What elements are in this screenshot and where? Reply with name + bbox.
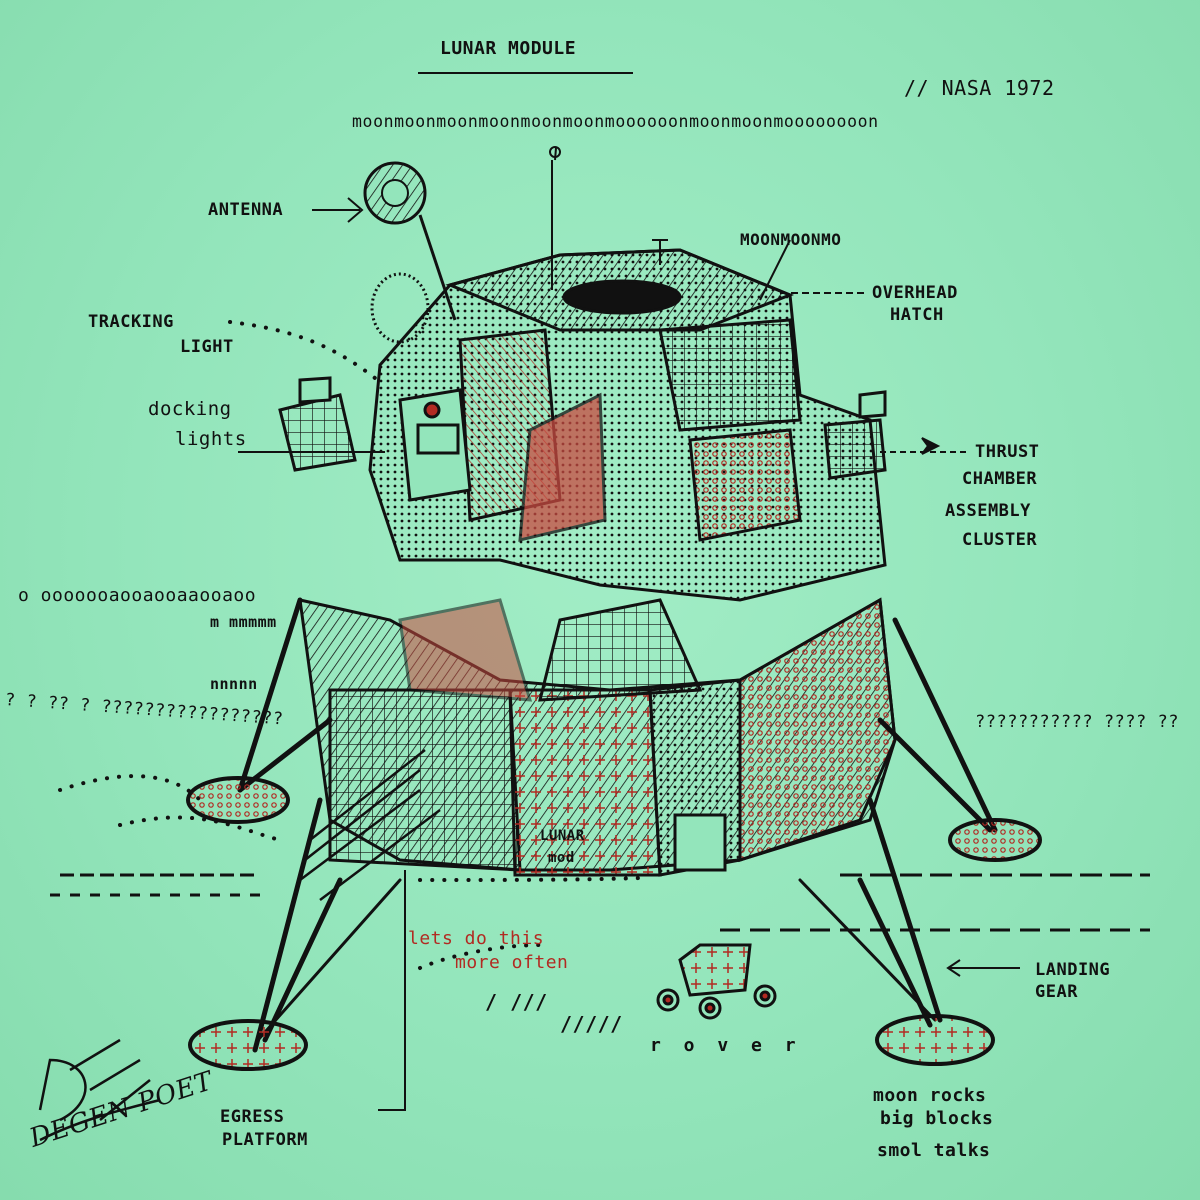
- page-title: LUNAR MODULE: [440, 38, 577, 59]
- thrust-label-4: CLUSTER: [962, 530, 1038, 550]
- docking-light-red: [423, 401, 441, 419]
- egress-label-1: EGRESS: [220, 1107, 285, 1127]
- egress-ladder: [299, 749, 441, 901]
- landing-gear-label-2: GEAR: [1035, 982, 1078, 1002]
- overhead-hatch-shape: [562, 279, 682, 315]
- credit-note: // NASA 1972: [904, 76, 1055, 100]
- thrust-label-2: CHAMBER: [962, 469, 1038, 489]
- docking-lights-label-1: docking: [148, 398, 232, 420]
- title-underline: [418, 72, 633, 74]
- landing-gear-label-1: LANDING: [1035, 960, 1111, 980]
- thrust-label-3: ASSEMBLY: [945, 501, 1031, 521]
- question-wave-right: ??????????? ???? ??: [975, 712, 1179, 732]
- ascent-stage: [368, 146, 887, 602]
- dot-trail-mid: [418, 943, 542, 970]
- m-row-scribble: m mmmmm: [210, 613, 277, 631]
- egress-leader: [378, 870, 406, 1111]
- thrust-label-1: THRUST: [975, 442, 1040, 462]
- egress-label-2: PLATFORM: [222, 1130, 308, 1150]
- moon-line: moonmoonmoonmoonmoonmoonmoooooonmoonmoon…: [352, 112, 879, 131]
- slashes-1: / ///: [485, 990, 548, 1014]
- poem-line-1: moon rocks: [873, 1085, 987, 1106]
- landing-legs: [237, 597, 998, 1053]
- rover-drawing: [656, 943, 777, 1020]
- overhead-hatch-label-2: HATCH: [890, 305, 944, 325]
- tracking-light-label-2: LIGHT: [180, 337, 234, 357]
- dot-trail-base: [418, 876, 642, 882]
- ground-lines: [50, 873, 1150, 932]
- footpad-left: [186, 776, 290, 824]
- message-line-1: lets do this: [408, 928, 545, 949]
- tracking-light-label-1: TRACKING: [88, 312, 174, 332]
- footpad-right: [948, 818, 1042, 862]
- overhead-hatch-label-1: OVERHEAD: [872, 283, 958, 303]
- signature-scribble: [38, 1038, 161, 1142]
- rover-label: r o v e r: [650, 1035, 802, 1056]
- n-row-scribble: nnnnn: [210, 675, 258, 693]
- footpad-front-left: [188, 1019, 308, 1071]
- descent-stage: [298, 597, 897, 877]
- docking-lights-label-2: lights: [175, 428, 247, 450]
- dot-trail-left: [58, 774, 202, 802]
- antenna-label: ANTENNA: [208, 200, 284, 220]
- slashes-2: /////: [560, 1012, 623, 1036]
- lunar-text-1: LUNAR: [540, 828, 585, 844]
- gear-arrow: [946, 959, 961, 977]
- thrust-arrow: [921, 437, 941, 455]
- poem-line-3: smol talks: [877, 1140, 991, 1161]
- tracking-light-trail: [228, 320, 382, 384]
- lunar-text-2: mod: [548, 850, 575, 866]
- antenna-dish: [363, 161, 457, 321]
- descent-engine-bell: [673, 813, 727, 872]
- antenna-arrow: [347, 197, 364, 223]
- poem-line-2: big blocks: [880, 1108, 994, 1129]
- message-line-2: more often: [455, 952, 569, 973]
- o-row-scribble: o ooooooaooaooaaooaoo: [18, 585, 257, 606]
- thruster-quads: [278, 376, 887, 480]
- footpad-front-right: [875, 1014, 995, 1066]
- moon-small: MOONMOONMO: [740, 230, 842, 249]
- footpads: [186, 776, 1042, 1071]
